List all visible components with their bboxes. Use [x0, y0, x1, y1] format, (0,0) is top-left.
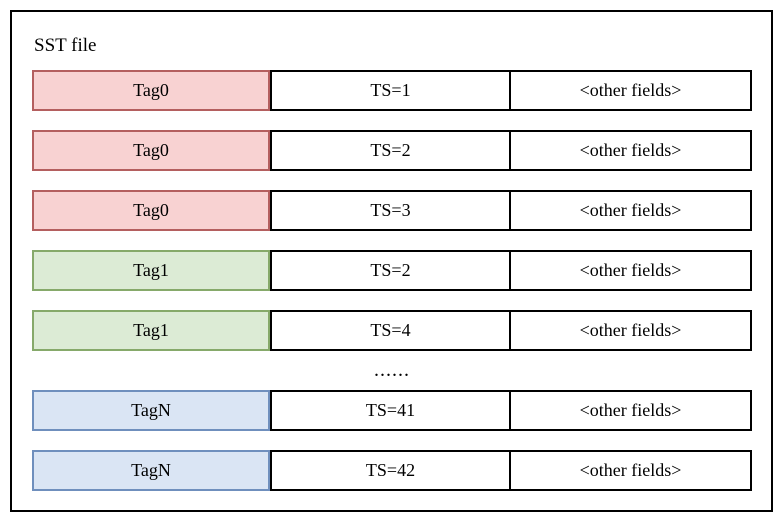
record-timestamp-cell: TS=2 [270, 130, 510, 171]
record-row: Tag0 TS=2 <other fields> [32, 130, 752, 171]
record-tag-cell: TagN [32, 450, 270, 491]
ellipsis-separator: ...... [374, 359, 410, 381]
record-row: Tag0 TS=1 <other fields> [32, 70, 752, 111]
record-other-fields-cell: <other fields> [510, 250, 752, 291]
record-tag-cell: Tag0 [32, 190, 270, 231]
record-other-fields-cell: <other fields> [510, 390, 752, 431]
record-timestamp-cell: TS=4 [270, 310, 510, 351]
record-timestamp-cell: TS=1 [270, 70, 510, 111]
sst-file-title: SST file [34, 35, 97, 56]
record-timestamp-cell: TS=2 [270, 250, 510, 291]
record-tag-cell: Tag1 [32, 310, 270, 351]
record-row: Tag1 TS=4 <other fields> [32, 310, 752, 351]
record-other-fields-cell: <other fields> [510, 130, 752, 171]
record-tag-cell: Tag1 [32, 250, 270, 291]
record-timestamp-cell: TS=41 [270, 390, 510, 431]
record-tag-cell: Tag0 [32, 130, 270, 171]
record-timestamp-cell: TS=3 [270, 190, 510, 231]
record-row: Tag0 TS=3 <other fields> [32, 190, 752, 231]
record-row: TagN TS=41 <other fields> [32, 390, 752, 431]
record-other-fields-cell: <other fields> [510, 190, 752, 231]
record-other-fields-cell: <other fields> [510, 70, 752, 111]
record-other-fields-cell: <other fields> [510, 310, 752, 351]
record-tag-cell: Tag0 [32, 70, 270, 111]
record-timestamp-cell: TS=42 [270, 450, 510, 491]
record-other-fields-cell: <other fields> [510, 450, 752, 491]
record-row: Tag1 TS=2 <other fields> [32, 250, 752, 291]
record-row: TagN TS=42 <other fields> [32, 450, 752, 491]
record-tag-cell: TagN [32, 390, 270, 431]
